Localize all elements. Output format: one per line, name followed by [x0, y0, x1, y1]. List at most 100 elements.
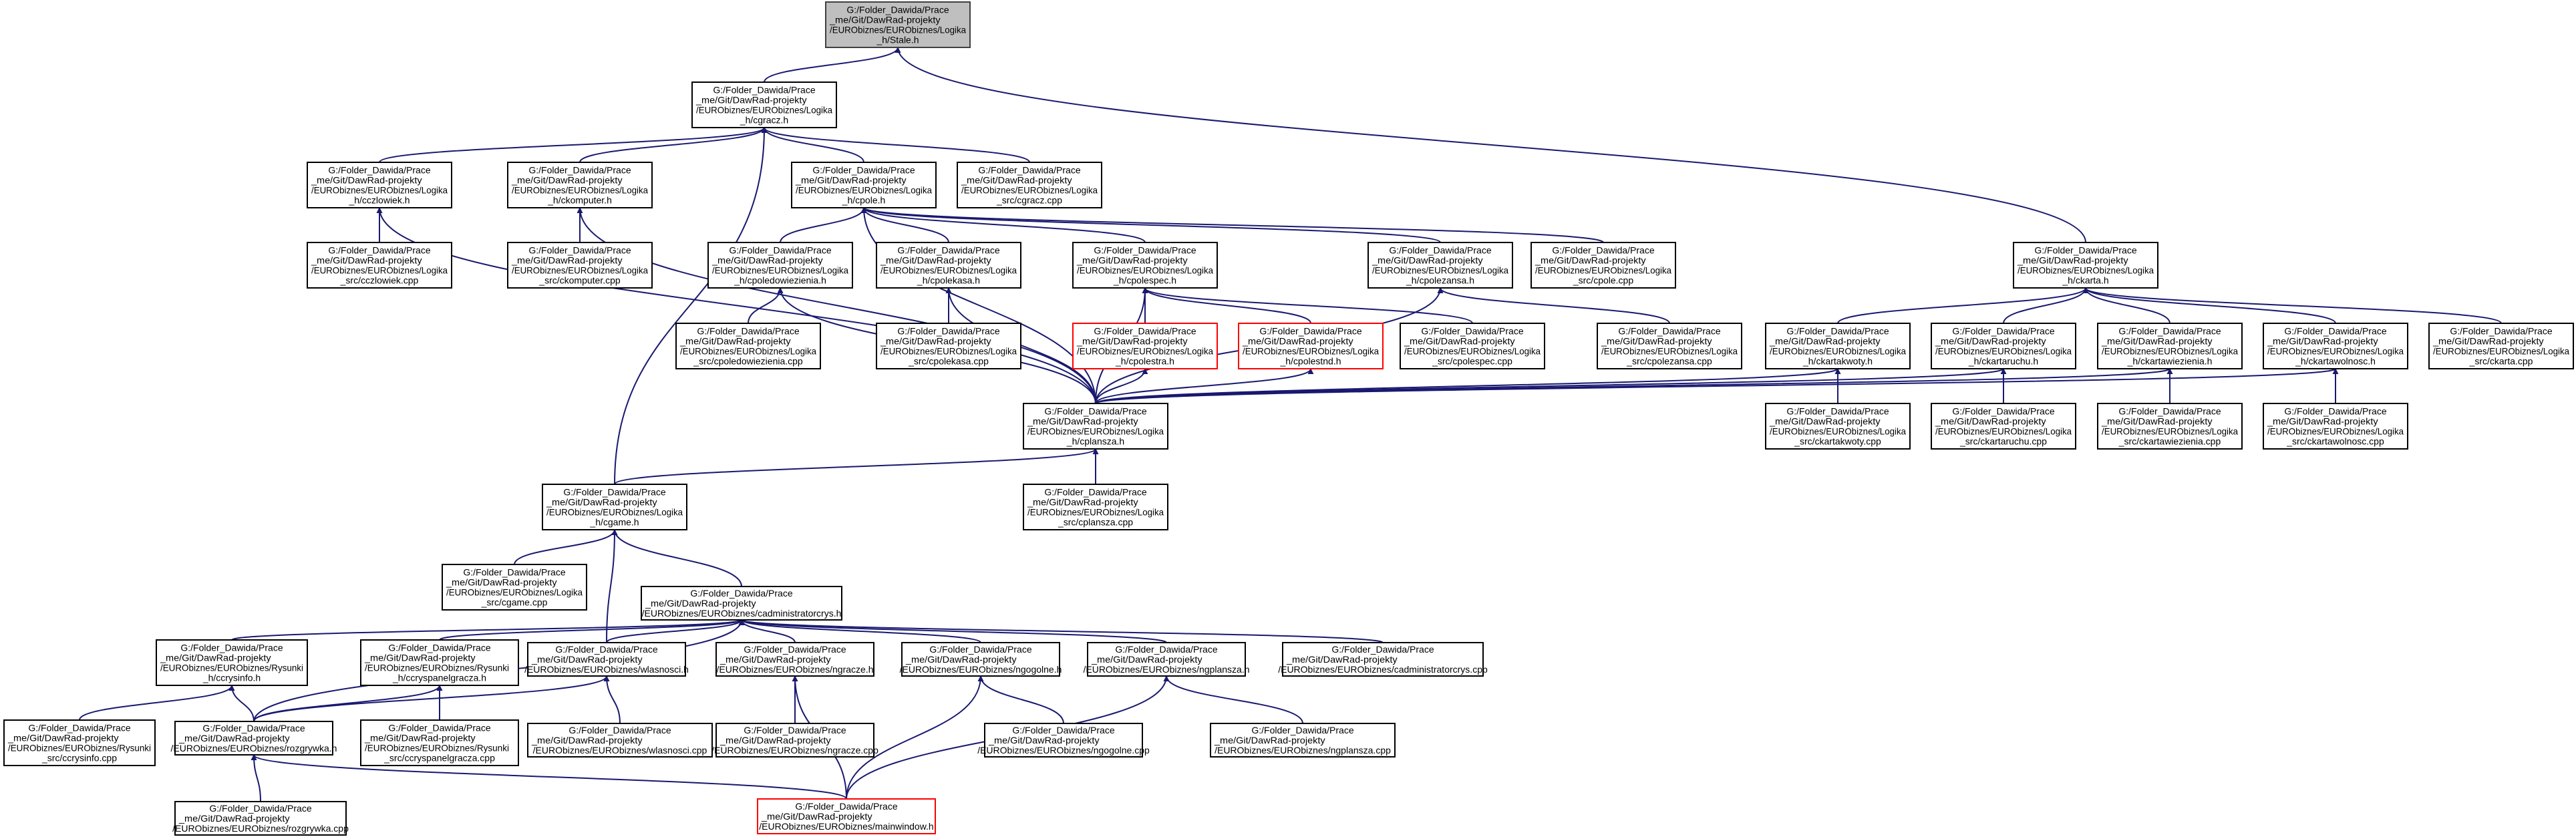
node-label-line: G:/Folder_Dawida/Prace: [2284, 326, 2387, 337]
file-node-mainwindow-h[interactable]: G:/Folder_Dawida/Prace_me/Git/DawRad-pro…: [757, 798, 936, 834]
file-node-ckartaruchu-cpp[interactable]: G:/Folder_Dawida/Prace_me/Git/DawRad-pro…: [1931, 403, 2076, 450]
file-node-ccrysinfo-h[interactable]: G:/Folder_Dawida/Prace_me/Git/DawRad-pro…: [156, 639, 308, 686]
file-node-cpole-h[interactable]: G:/Folder_Dawida/Prace_me/Git/DawRad-pro…: [791, 162, 937, 208]
edge-ckarta_cpp-to-ckarta_h: [2082, 287, 2502, 324]
node-label-line: _me/Git/DawRad-projekty: [1091, 654, 1202, 665]
file-node-cadmin-h[interactable]: G:/Folder_Dawida/Prace_me/Git/DawRad-pro…: [641, 586, 842, 621]
file-node-cpolekasa-cpp[interactable]: G:/Folder_Dawida/Prace_me/Git/DawRad-pro…: [876, 323, 1021, 369]
node-label-line: G:/Folder_Dawida/Prace: [1389, 245, 1492, 256]
node-label-line: /EURObiznes/EURObiznes/Logika: [712, 265, 848, 276]
file-node-cpoledowiezienia-h[interactable]: G:/Folder_Dawida/Prace_me/Git/DawRad-pro…: [707, 242, 853, 289]
file-node-cpolezansa-cpp[interactable]: G:/Folder_Dawida/Prace_me/Git/DawRad-pro…: [1597, 323, 1742, 369]
node-label-line: G:/Folder_Dawida/Prace: [1115, 644, 1218, 655]
node-label-line: _me/Git/DawRad-projekty: [7, 733, 119, 743]
edge-cadmin_cpp-to-cadmin_h: [738, 619, 1384, 643]
file-node-ckartawolnosc-h[interactable]: G:/Folder_Dawida/Prace_me/Git/DawRad-pro…: [2263, 323, 2408, 369]
node-box: [1023, 484, 1168, 530]
file-node-ccrysinfo-cpp[interactable]: G:/Folder_Dawida/Prace_me/Git/DawRad-pro…: [3, 719, 156, 766]
node-label-line: G:/Folder_Dawida/Prace: [569, 725, 671, 735]
node-label-line: _h/ckartawiezienia.h: [2127, 356, 2213, 367]
file-node-ckarta-h[interactable]: G:/Folder_Dawida/Prace_me/Git/DawRad-pro…: [2013, 242, 2158, 289]
node-label-line: _h/cgame.h: [589, 517, 639, 528]
file-node-ngplansza-h[interactable]: G:/Folder_Dawida/Prace_me/Git/DawRad-pro…: [1083, 642, 1250, 677]
edge-cgame_h-to-cgracz_h: [614, 127, 768, 485]
edge-ccrysinfo_h-to-cadmin_h: [231, 619, 745, 641]
node-label-line: G:/Folder_Dawida/Prace: [1552, 245, 1655, 256]
node-label-line: _me/Git/DawRad-projekty: [1286, 654, 1398, 665]
node-label-line: _me/Git/DawRad-projekty: [364, 733, 476, 743]
file-node-cpolespec-h[interactable]: G:/Folder_Dawida/Prace_me/Git/DawRad-pro…: [1072, 242, 1218, 289]
node-label-line: _me/Git/DawRad-projekty: [719, 654, 831, 665]
edge-cpolekasa_h-to-cpole_h: [860, 207, 949, 243]
file-node-cplansza-h[interactable]: G:/Folder_Dawida/Prace_me/Git/DawRad-pro…: [1023, 403, 1168, 450]
file-node-ngogolne-cpp[interactable]: G:/Folder_Dawida/Prace_me/Git/DawRad-pro…: [977, 723, 1150, 758]
edge-cgracz_h-to-stale: [764, 47, 901, 83]
file-node-cgame-cpp[interactable]: G:/Folder_Dawida/Prace_me/Git/DawRad-pro…: [442, 564, 587, 611]
node-box: [1597, 323, 1742, 369]
node-label-line: /EURObiznes/EURObiznes/Logika: [512, 265, 648, 276]
file-node-cgame-h[interactable]: G:/Folder_Dawida/Prace_me/Git/DawRad-pro…: [542, 484, 687, 530]
file-node-ngracze-cpp[interactable]: G:/Folder_Dawida/Prace_me/Git/DawRad-pro…: [711, 723, 878, 758]
node-label-line: _src/ckartawolnosc.cpp: [2286, 436, 2384, 447]
file-node-cpolespec-cpp[interactable]: G:/Folder_Dawida/Prace_me/Git/DawRad-pro…: [1400, 323, 1545, 369]
node-label-line: /EURObiznes/EURObiznes/Rysunki: [365, 743, 509, 754]
node-label-line: _me/Git/DawRad-projekty: [531, 735, 643, 745]
node-label-line: G:/Folder_Dawida/Prace: [1044, 406, 1147, 417]
file-node-cpolekasa-h[interactable]: G:/Folder_Dawida/Prace_me/Git/DawRad-pro…: [876, 242, 1021, 289]
node-box: [757, 798, 936, 834]
node-label-line: G:/Folder_Dawida/Prace: [2284, 406, 2387, 417]
file-node-ngracze-h[interactable]: G:/Folder_Dawida/Prace_me/Git/DawRad-pro…: [715, 642, 874, 677]
file-node-cpoledowiezienia-cpp[interactable]: G:/Folder_Dawida/Prace_me/Git/DawRad-pro…: [675, 323, 821, 369]
node-label-line: _me/Git/DawRad-projekty: [160, 653, 271, 663]
file-node-ckartawiezienia-cpp[interactable]: G:/Folder_Dawida/Prace_me/Git/DawRad-pro…: [2097, 403, 2243, 450]
file-node-ngplansza-cpp[interactable]: G:/Folder_Dawida/Prace_me/Git/DawRad-pro…: [1210, 723, 1396, 758]
file-node-cczlowiek-cpp[interactable]: G:/Folder_Dawida/Prace_me/Git/DawRad-pro…: [307, 242, 452, 289]
file-node-cadmin-cpp[interactable]: G:/Folder_Dawida/Prace_me/Git/DawRad-pro…: [1278, 642, 1488, 677]
file-node-cplansza-cpp[interactable]: G:/Folder_Dawida/Prace_me/Git/DawRad-pro…: [1023, 484, 1168, 530]
node-box: [1087, 642, 1246, 677]
file-node-rozgrywka-h[interactable]: G:/Folder_Dawida/Prace_me/Git/DawRad-pro…: [171, 721, 337, 756]
file-node-rozgrywka-cpp[interactable]: G:/Folder_Dawida/Prace_me/Git/DawRad-pro…: [172, 801, 349, 836]
node-box: [641, 586, 842, 621]
file-node-ckomputer-h[interactable]: G:/Folder_Dawida/Prace_me/Git/DawRad-pro…: [507, 162, 653, 208]
file-node-wlasnosci-h[interactable]: G:/Folder_Dawida/Prace_me/Git/DawRad-pro…: [524, 642, 689, 677]
file-node-ckomputer-cpp[interactable]: G:/Folder_Dawida/Prace_me/Git/DawRad-pro…: [507, 242, 653, 289]
file-node-cgracz-h[interactable]: G:/Folder_Dawida/Prace_me/Git/DawRad-pro…: [691, 81, 837, 128]
file-node-cgracz-cpp[interactable]: G:/Folder_Dawida/Prace_me/Git/DawRad-pro…: [957, 162, 1102, 208]
file-node-cpolezansa-h[interactable]: G:/Folder_Dawida/Prace_me/Git/DawRad-pro…: [1367, 242, 1513, 289]
file-node-cczlowiek-h[interactable]: G:/Folder_Dawida/Prace_me/Git/DawRad-pro…: [307, 162, 452, 208]
file-node-ckarta-cpp[interactable]: G:/Folder_Dawida/Prace_me/Git/DawRad-pro…: [2428, 323, 2574, 369]
node-label-line: /EURObiznes/EURObiznes/Logika: [880, 265, 1017, 276]
node-label-line: _me/Git/DawRad-projekty: [1372, 255, 1483, 266]
edge-wlasnosci_h-to-cgame_h: [606, 529, 618, 643]
edge-cpolespec_cpp-to-cpolespec_h: [1142, 287, 1473, 324]
file-node-cpolestnd-h[interactable]: G:/Folder_Dawida/Prace_me/Git/DawRad-pro…: [1238, 323, 1384, 369]
node-label-line: _me/Git/DawRad-projekty: [1027, 497, 1138, 508]
file-node-ckartawiezienia-h[interactable]: G:/Folder_Dawida/Prace_me/Git/DawRad-pro…: [2097, 323, 2243, 369]
node-label-line: /EURObiznes/EURObiznes/Logika: [2018, 265, 2154, 276]
node-label-line: G:/Folder_Dawida/Prace: [202, 723, 305, 733]
node-box: [1072, 242, 1218, 289]
file-node-ccryspanel-cpp[interactable]: G:/Folder_Dawida/Prace_me/Git/DawRad-pro…: [360, 719, 519, 766]
file-node-cpole-cpp[interactable]: G:/Folder_Dawida/Prace_me/Git/DawRad-pro…: [1531, 242, 1676, 289]
file-node-ckartakwoty-h[interactable]: G:/Folder_Dawida/Prace_me/Git/DawRad-pro…: [1765, 323, 1911, 369]
node-label-line: /EURObiznes/EURObiznes/Logika: [796, 185, 932, 196]
edge-wlasnosci_h-to-cadmin_h: [606, 619, 745, 643]
node-label-line: G:/Folder_Dawida/Prace: [812, 165, 915, 176]
node-label-line: _me/Git/DawRad-projekty: [1404, 336, 1515, 347]
file-node-wlasnosci-cpp[interactable]: G:/Folder_Dawida/Prace_me/Git/DawRad-pro…: [527, 723, 713, 758]
edge-cpolezansa_h-to-cpole_h: [860, 207, 1441, 243]
file-node-ckartaruchu-h[interactable]: G:/Folder_Dawida/Prace_me/Git/DawRad-pro…: [1931, 323, 2076, 369]
file-node-ckartawolnosc-cpp[interactable]: G:/Folder_Dawida/Prace_me/Git/DawRad-pro…: [2263, 403, 2408, 450]
node-label-line: _src/cgracz.cpp: [996, 195, 1062, 206]
node-box: [1072, 323, 1218, 369]
file-node-ccryspanel-h[interactable]: G:/Folder_Dawida/Prace_me/Git/DawRad-pro…: [360, 639, 519, 686]
file-node-ngogolne-h[interactable]: G:/Folder_Dawida/Prace_me/Git/DawRad-pro…: [900, 642, 1062, 677]
node-label-line: /EURObiznes/EURObiznes/wlasnosci.cpp: [533, 745, 707, 756]
file-node-cpolestra-h[interactable]: G:/Folder_Dawida/Prace_me/Git/DawRad-pro…: [1072, 323, 1218, 369]
edge-cpolestnd_h-to-cpolespec_h: [1142, 287, 1311, 324]
file-node-ckartakwoty-cpp[interactable]: G:/Folder_Dawida/Prace_me/Git/DawRad-pro…: [1765, 403, 1911, 450]
node-label-line: /EURObiznes/EURObiznes/Rysunki: [8, 743, 151, 754]
node-box: [1210, 723, 1396, 758]
node-box: [675, 323, 821, 369]
